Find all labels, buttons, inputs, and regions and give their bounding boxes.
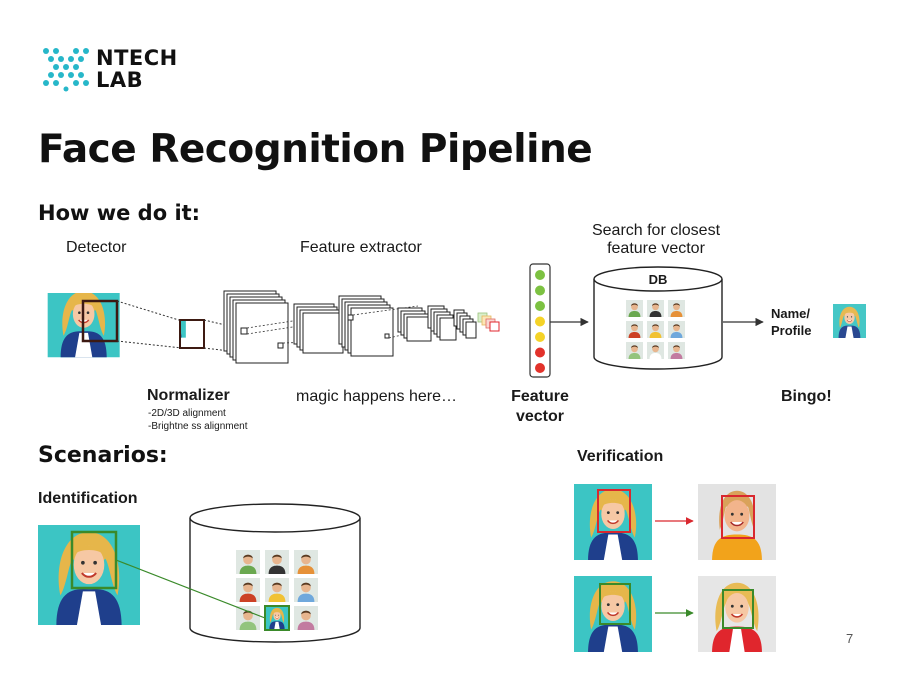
magic-label: magic happens here… <box>296 388 457 405</box>
profile-image <box>833 304 866 338</box>
logo-line-1: NTECH <box>96 46 178 70</box>
logo-line-2: LAB <box>96 68 144 92</box>
detector-face-box <box>81 299 119 343</box>
feature-vector-dot <box>535 270 545 280</box>
search-label-line-2: feature vector <box>607 240 705 257</box>
normalizer-item-1: -2D/3D alignment <box>148 408 226 419</box>
detector-label: Detector <box>66 239 127 256</box>
cnn-layer-group-2 <box>293 295 394 357</box>
verification-query-face-2 <box>574 575 652 653</box>
search-label: Search for closest feature vector <box>573 222 739 258</box>
logo-text: NTECH LAB <box>96 47 178 91</box>
identification-link-line <box>115 559 266 619</box>
normalizer-items: -2D/3D alignment -Brightne ss alignment <box>148 407 248 433</box>
normalizer-label: Normalizer <box>147 387 230 404</box>
name-profile-label: Name/ Profile <box>771 305 811 339</box>
feature-vector-dot <box>535 347 545 358</box>
verification-candidate-face-2 <box>698 575 776 653</box>
verification-box-2 <box>599 583 631 625</box>
section-scenarios-heading: Scenarios: <box>38 443 168 468</box>
feature-vector-line-1: Feature <box>511 388 569 405</box>
page-title: Face Recognition Pipeline <box>38 127 593 172</box>
verification-box-1 <box>597 489 631 533</box>
verification-candidate-box-1 <box>721 495 755 539</box>
feature-extractor-label: Feature extractor <box>300 239 422 256</box>
feature-vector-dots <box>535 270 545 373</box>
name-profile-line-2: Profile <box>771 323 812 338</box>
cnn-layer-group-3 <box>397 305 477 342</box>
page-number: 7 <box>846 631 854 646</box>
ntech-logo-icon <box>43 48 89 92</box>
feature-vector-line-2: vector <box>515 408 565 425</box>
identification-match-face <box>265 606 289 630</box>
verification-query-face-1 <box>574 483 652 561</box>
feature-vector-dot <box>535 301 545 311</box>
verification-candidate-face-1 <box>698 483 776 561</box>
identification-face-image <box>38 524 140 626</box>
feature-vector-label: Feature vector <box>500 387 580 427</box>
identification-label: Identification <box>38 490 138 507</box>
normalizer-item-2: -Brightne ss alignment <box>148 421 248 432</box>
feature-vector-dot <box>535 332 545 342</box>
feature-vector-dot <box>535 363 545 373</box>
search-label-line-1: Search for closest <box>591 222 721 239</box>
feature-vector-dot <box>535 316 545 327</box>
db-label: DB <box>648 272 668 287</box>
feature-vector-dot <box>535 285 545 296</box>
cnn-output-squares <box>477 312 500 332</box>
verification-candidate-box-2 <box>722 589 754 629</box>
section-how-heading: How we do it: <box>38 201 201 225</box>
name-profile-line-1: Name/ <box>771 306 811 321</box>
bingo-label: Bingo! <box>781 388 832 405</box>
verification-label: Verification <box>577 448 664 465</box>
